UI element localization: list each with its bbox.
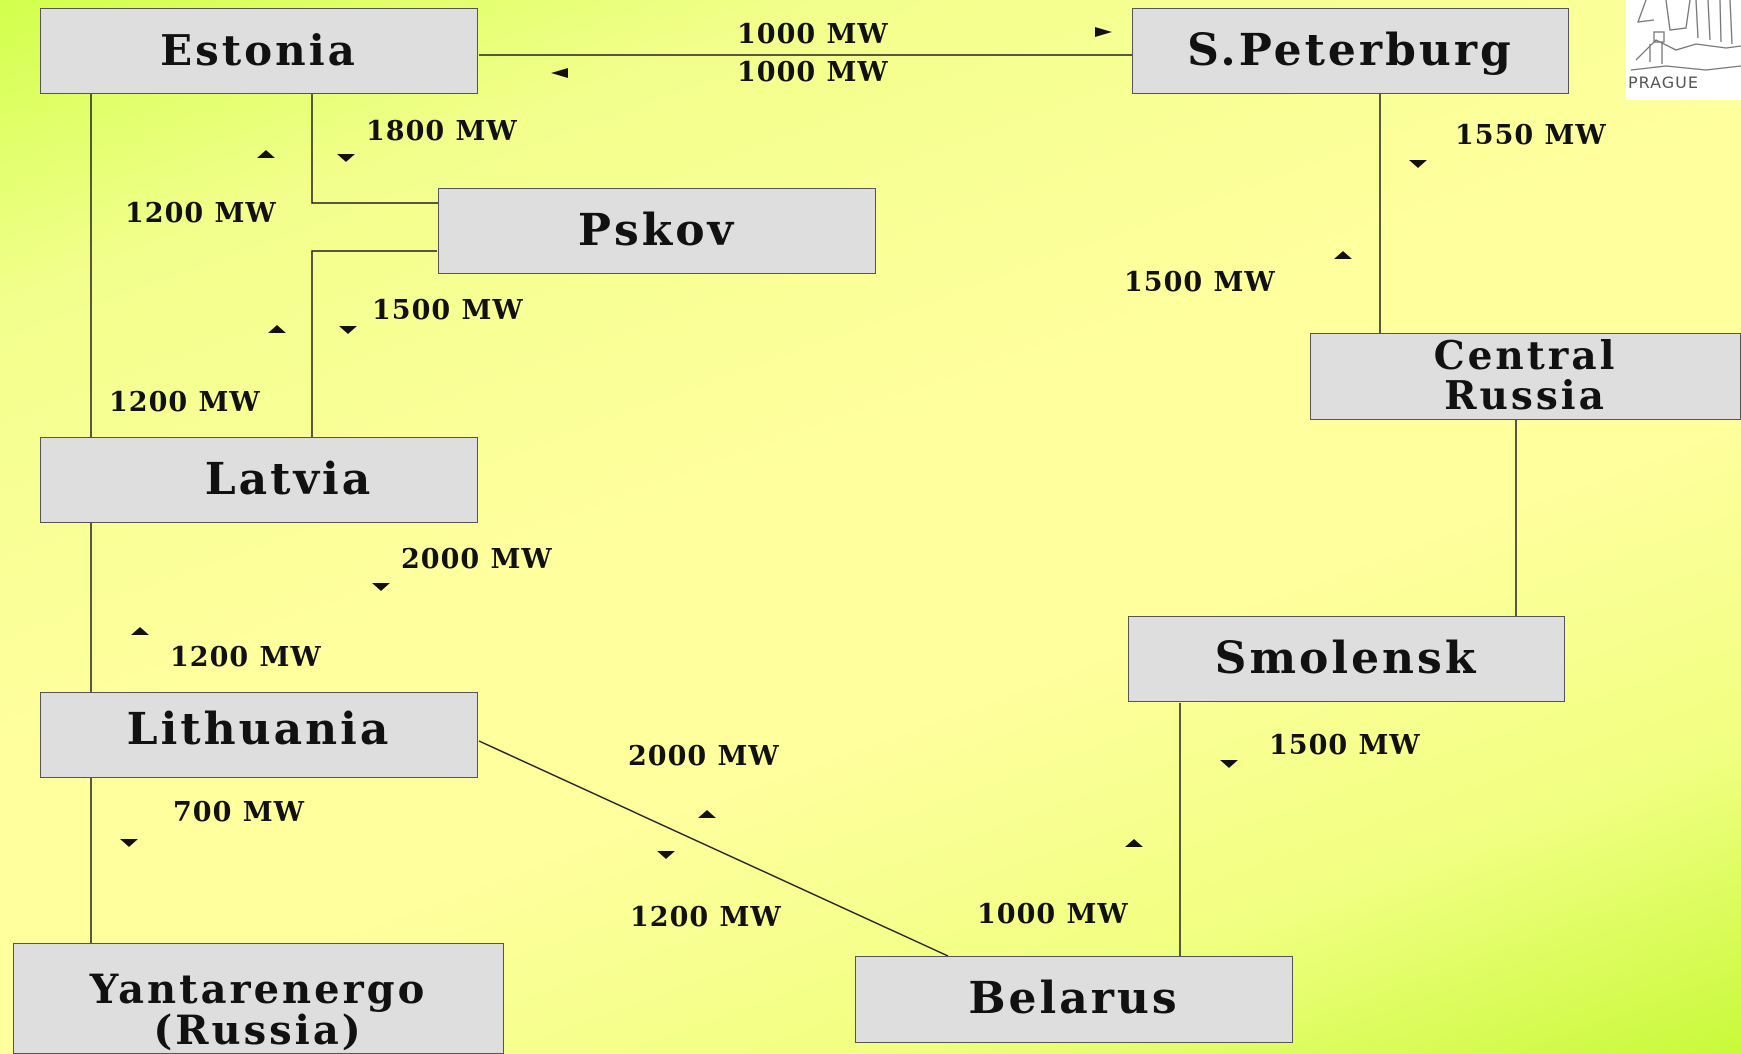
node-label: S.Peterburg <box>1187 24 1514 76</box>
node-label: Belarus <box>968 973 1180 1025</box>
arrow-up-icon <box>131 627 149 635</box>
node-pskov: Pskov <box>438 188 876 274</box>
flow-label-spb-to-estonia: 1000 MW <box>737 57 889 88</box>
node-label: Central Russia <box>1433 332 1618 419</box>
arrow-up-icon <box>698 810 716 818</box>
node-label: Smolensk <box>1214 632 1479 684</box>
node-estonia: Estonia <box>40 8 478 94</box>
arrow-down-icon <box>657 851 675 859</box>
arrow-up-icon <box>1125 839 1143 847</box>
arrow-up-icon <box>257 150 275 158</box>
flow-label-estonia-to-spb: 1000 MW <box>737 19 889 50</box>
node-yantarenergo: Yantarenergo (Russia) <box>13 943 504 1054</box>
logo-text: PRAGUE <box>1628 73 1699 92</box>
flow-label-latvia-to-lithuania: 2000 MW <box>401 544 553 575</box>
arrow-down-icon <box>339 326 357 334</box>
arrow-right-icon <box>1095 27 1112 37</box>
node-smolensk: Smolensk <box>1128 616 1565 702</box>
flow-label-smolensk-to-belarus: 1500 MW <box>1269 730 1421 761</box>
arrow-down-icon <box>120 839 138 847</box>
flow-label-pskov-to-estonia: 1200 MW <box>125 198 277 229</box>
flow-label-pskov-to-latvia: 1500 MW <box>372 295 524 326</box>
node-label: Pskov <box>577 204 737 256</box>
flow-label-central-to-spb: 1500 MW <box>1124 267 1276 298</box>
arrow-down-icon <box>1220 760 1238 768</box>
node-central-russia: Central Russia <box>1310 333 1741 420</box>
node-st-petersburg: S.Peterburg <box>1132 8 1569 94</box>
prague-logo: PRAGUE <box>1626 0 1741 100</box>
node-label: Latvia <box>204 453 374 505</box>
node-label: Estonia <box>160 25 358 75</box>
flow-label-latvia-to-estonia: 1200 MW <box>109 387 261 418</box>
flow-label-belarus-to-lithuania: 2000 MW <box>628 741 780 772</box>
arrow-up-icon <box>1334 251 1352 259</box>
flow-label-estonia-to-pskov: 1800 MW <box>366 116 518 147</box>
node-label: Lithuania <box>126 703 392 755</box>
arrow-down-icon <box>372 583 390 591</box>
node-latvia: Latvia <box>40 437 478 523</box>
flow-label-belarus-to-smolensk: 1000 MW <box>977 899 1129 930</box>
node-belarus: Belarus <box>855 956 1293 1043</box>
flow-label-lithuania-to-belarus: 1200 MW <box>630 902 782 933</box>
flow-label-lithuania-to-yantar: 700 MW <box>173 797 305 828</box>
arrow-left-icon <box>551 68 568 78</box>
node-lithuania: Lithuania <box>40 692 478 778</box>
arrow-up-icon <box>268 325 286 333</box>
node-label: Yantarenergo (Russia) <box>89 966 428 1054</box>
flow-label-lithuania-to-latvia: 1200 MW <box>170 642 322 673</box>
flow-label-spb-to-central: 1550 MW <box>1455 120 1607 151</box>
arrow-down-icon <box>337 154 355 162</box>
prague-castle-sketch-icon <box>1630 0 1741 71</box>
arrow-down-icon <box>1409 160 1427 168</box>
